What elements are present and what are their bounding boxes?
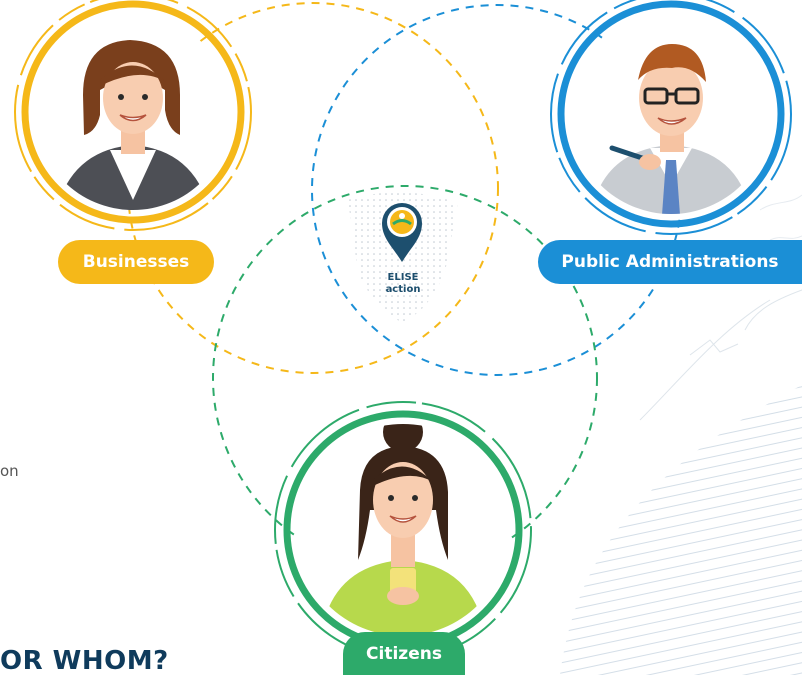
background-map [560,194,802,675]
avatar-woman-bun [274,401,532,659]
businesses-label: Businesses [58,240,214,284]
elise-label-line1: ELISE [387,272,419,283]
venn-circle-businesses [127,2,499,374]
citizens-label: Citizens [343,632,465,675]
avatar-businesswoman [14,0,252,231]
elise-action-label: ELISE action [372,272,434,296]
public-administrations-label: Public Administrations [538,240,802,284]
avatar-man-glasses [550,0,792,235]
elise-label-line2: action [385,284,421,295]
truncated-side-text: on [0,462,19,480]
elise-location-pin-icon [382,203,422,262]
section-heading: OR WHOM? [0,646,169,676]
